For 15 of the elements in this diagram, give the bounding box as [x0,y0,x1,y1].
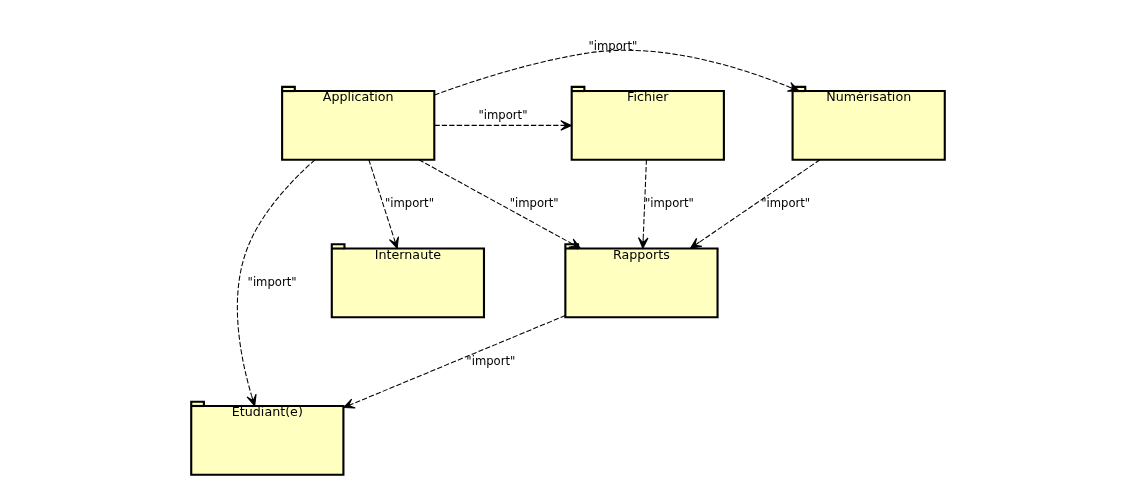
edge-label: "import" [478,107,528,122]
edge-label: "import" [466,353,516,368]
arrow [690,159,821,249]
edge-label: "import" [588,38,638,53]
arrow [368,159,399,249]
arrow [637,159,649,249]
arrow [434,120,572,131]
arrow [418,159,581,249]
arrow [236,159,316,407]
edge-label: "import" [247,274,297,289]
edge-label: "import" [509,196,559,211]
edge-label: "import" [761,196,811,211]
edge-label: "import" [384,196,434,211]
edge-label: "import" [644,196,694,211]
arrow [343,315,566,409]
